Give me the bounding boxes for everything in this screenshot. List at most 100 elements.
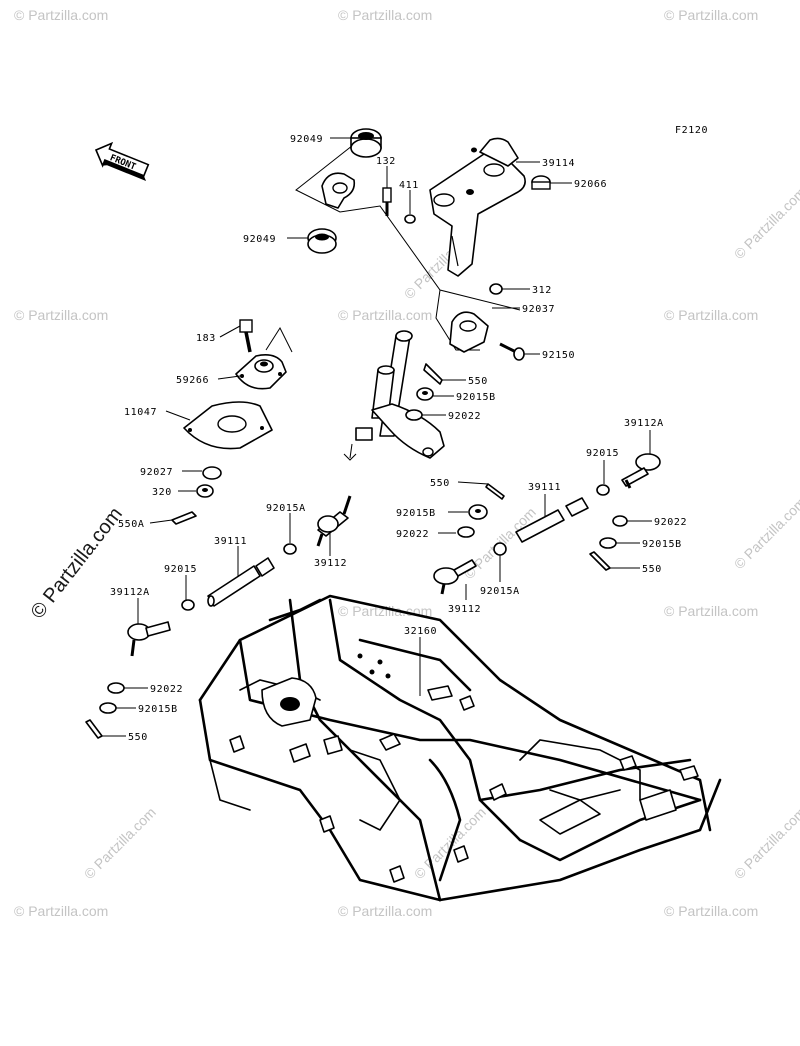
tie-rod-left (85, 495, 352, 739)
cotter-pin-550-right (589, 551, 611, 571)
watermark: © Partzilla.com (731, 184, 800, 262)
plate-11047 (183, 401, 273, 450)
leader-lines (102, 137, 652, 737)
clamp-lower (449, 311, 489, 353)
nut-92015-left (181, 599, 195, 611)
washer-92022-right (612, 515, 628, 527)
watermark: © Partzilla.com (664, 603, 758, 619)
washer-92022-left (107, 682, 125, 694)
callout-411: 411 (399, 180, 419, 191)
callout-92022: 92022 (150, 684, 183, 695)
nut-92015B-mid (468, 504, 488, 520)
watermark: © Partzilla.com (338, 903, 432, 919)
callout-39111: 39111 (214, 536, 247, 547)
watermark: © Partzilla.com (731, 804, 800, 882)
clamp-upper (321, 172, 356, 209)
watermark: © Partzilla.com (664, 903, 758, 919)
callout-550: 550 (642, 564, 662, 575)
frame-32160 (198, 594, 722, 902)
engine-mount-bracket (261, 677, 317, 727)
washer-411 (404, 214, 416, 224)
callout-92015A: 92015A (266, 503, 306, 514)
steering-upper-group (295, 128, 551, 361)
washer-92022-upper (405, 409, 423, 421)
bolt-183 (239, 319, 253, 353)
callout-32160: 32160 (404, 626, 437, 637)
watermark: © Partzilla.com (664, 307, 758, 323)
callout-550: 550 (468, 376, 488, 387)
pitman-hardware (405, 363, 443, 421)
washer-92027 (202, 466, 222, 480)
assembly-outline (265, 326, 293, 353)
watermark: © Partzilla.com (731, 494, 800, 572)
watermark-layer: © Partzilla.com © Partzilla.com © Partzi… (14, 7, 800, 919)
callout-11047: 11047 (124, 407, 157, 418)
watermark-large: © Partzilla.com (27, 503, 127, 623)
tie-rod-end-39112-right (433, 559, 477, 595)
callout-92015: 92015 (586, 448, 619, 459)
watermark: © Partzilla.com (14, 7, 108, 23)
tie-rod-end-39112-left (316, 495, 352, 547)
cotter-pin-550-mid (485, 483, 505, 500)
handlebar-holder-39114 (429, 137, 526, 277)
callout-92037: 92037 (522, 304, 555, 315)
tie-rod-39111-left (207, 557, 275, 607)
front-arrow-icon: FRONT (94, 141, 150, 181)
callout-320: 320 (152, 487, 172, 498)
tie-rod-end-39112A-right (621, 453, 661, 489)
watermark: © Partzilla.com (338, 307, 432, 323)
watermark: © Partzilla.com (411, 804, 489, 882)
cotter-pin-550-left (85, 719, 103, 739)
callout-39111: 39111 (528, 482, 561, 493)
watermark: © Partzilla.com (338, 7, 432, 23)
nut-312 (489, 283, 503, 295)
rear-bracket (639, 789, 677, 821)
callout-550: 550 (430, 478, 450, 489)
callout-92049: 92049 (243, 234, 276, 245)
callout-312: 312 (532, 285, 552, 296)
bushing-92049-top (350, 128, 382, 158)
watermark: © Partzilla.com (664, 7, 758, 23)
callout-92022: 92022 (654, 517, 687, 528)
callout-92150: 92150 (542, 350, 575, 361)
nut-92015A-left (283, 543, 297, 555)
steering-shaft (343, 330, 445, 461)
callout-550A: 550A (118, 519, 144, 530)
callout-92027: 92027 (140, 467, 173, 478)
tie-rod-39111-right (515, 497, 589, 543)
callout-92015B: 92015B (396, 508, 436, 519)
washer-92022-mid (457, 526, 475, 538)
watermark: © Partzilla.com (338, 603, 432, 619)
cotter-pin-550 (423, 363, 443, 385)
callout-labels: 92049 92049 132 411 39114 92066 312 9203… (110, 134, 687, 743)
callout-39112A: 39112A (110, 587, 150, 598)
rear-mount-plate (539, 799, 601, 835)
callout-92015B: 92015B (138, 704, 178, 715)
callout-92015B: 92015B (456, 392, 496, 403)
diagram-code: F2120 (675, 125, 708, 136)
nut-92015B-left (99, 702, 117, 714)
nut-320 (196, 484, 214, 498)
assembly-outline (295, 137, 521, 311)
bearing-group (171, 319, 293, 525)
callout-39112: 39112 (448, 604, 481, 615)
cotter-pin-550A (171, 511, 197, 525)
callout-92049: 92049 (290, 134, 323, 145)
callout-39112A: 39112A (624, 418, 664, 429)
nut-92015-right (596, 484, 610, 496)
callout-132: 132 (376, 156, 396, 167)
callout-183: 183 (196, 333, 216, 344)
callout-39112: 39112 (314, 558, 347, 569)
callout-39114: 39114 (542, 158, 575, 169)
callout-92022: 92022 (448, 411, 481, 422)
tie-rod-end-39112A-left (127, 621, 171, 657)
callout-92066: 92066 (574, 179, 607, 190)
bolt-92150 (499, 342, 525, 361)
callout-92015: 92015 (164, 564, 197, 575)
watermark: © Partzilla.com (81, 804, 159, 882)
callout-92022: 92022 (396, 529, 429, 540)
callout-59266: 59266 (176, 375, 209, 386)
callout-92015B: 92015B (642, 539, 682, 550)
